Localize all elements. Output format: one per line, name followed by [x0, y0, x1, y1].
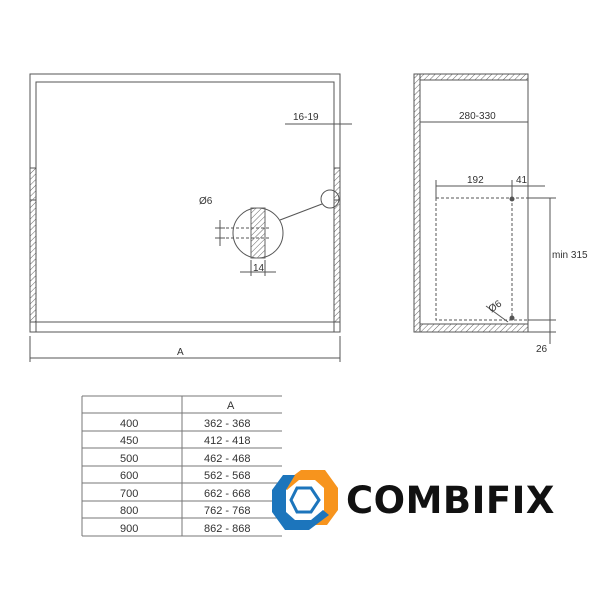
front-dim-width: A: [177, 347, 184, 358]
front-dim-gap: 16-19: [293, 112, 319, 123]
table-row-size: 800: [120, 505, 138, 517]
front-dim-offset: 14: [253, 263, 265, 274]
side-back-panel: [413, 73, 421, 333]
table-header-col-a: A: [227, 400, 235, 412]
side-bottom-panel: [419, 323, 529, 333]
table-row-size: 600: [120, 470, 138, 482]
side-dim-min-height: min 315: [552, 250, 588, 261]
table-row-range: 462 - 468: [204, 453, 250, 465]
front-left-panel: [29, 167, 37, 323]
side-dim-192: 192: [467, 175, 484, 186]
table-row-size: 450: [120, 435, 138, 447]
logo-wordmark: COMBIFIX: [346, 479, 555, 522]
table-row-range: 412 - 418: [204, 435, 250, 447]
table-row-size: 400: [120, 418, 138, 430]
side-dim-26: 26: [536, 344, 548, 355]
detail-small-circle: [320, 189, 340, 209]
side-dim-41: 41: [516, 175, 528, 186]
table-row-range: 562 - 568: [204, 470, 250, 482]
side-view: [413, 73, 556, 344]
table-row-range: 362 - 368: [204, 418, 250, 430]
table-row-size: 900: [120, 523, 138, 535]
table-row-range: 862 - 868: [204, 523, 250, 535]
side-top-panel: [419, 73, 529, 81]
side-mount-hole-bottom: [509, 315, 515, 321]
size-table: [81, 395, 282, 537]
combifix-logo: COMBIFIX: [272, 470, 555, 530]
logo-emblem-icon: [272, 470, 338, 530]
table-row-range: 762 - 768: [204, 505, 250, 517]
table-row-size: 700: [120, 488, 138, 500]
table-row-size: 500: [120, 453, 138, 465]
side-dim-hole: Ø6: [487, 298, 505, 315]
table-row-range: 662 - 668: [204, 488, 250, 500]
side-dim-depth: 280-330: [459, 111, 496, 122]
front-dim-hole: Ø6: [199, 196, 213, 207]
side-drawer-outline: [435, 197, 529, 321]
front-inner-frame: [35, 81, 335, 333]
front-view: [29, 73, 352, 362]
